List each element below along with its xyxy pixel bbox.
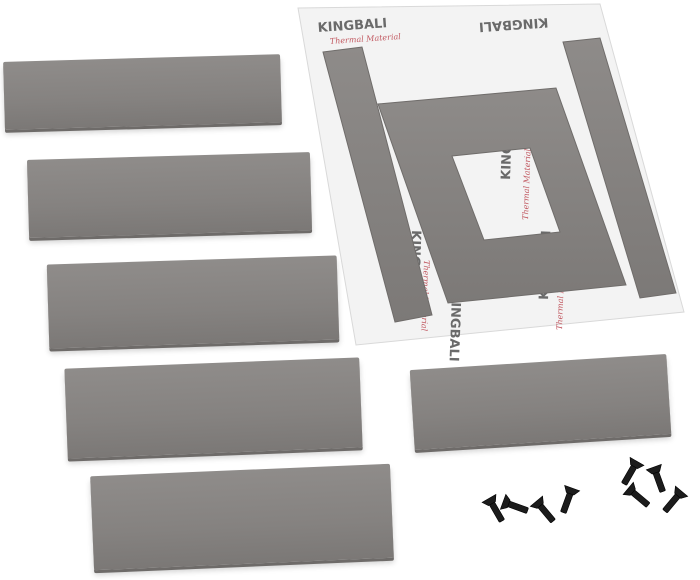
screw — [622, 481, 650, 508]
screw — [529, 495, 556, 523]
screw — [481, 493, 505, 523]
screw — [662, 485, 689, 513]
liner-brand-text: KINGBALI — [478, 14, 548, 34]
liner-brand-text: KINGBALI — [317, 16, 387, 36]
thermal-pad-strip-left — [322, 46, 433, 323]
screw — [499, 493, 529, 514]
liner-subtitle-text: Thermal Material — [521, 148, 532, 220]
liner-subtitle-text: Thermal Material — [555, 258, 566, 330]
liner-brand-text: KINGBALI — [446, 292, 463, 362]
thermal-pad-strip-right — [562, 37, 677, 299]
screw — [645, 463, 666, 493]
screw — [621, 456, 645, 486]
screw — [560, 484, 581, 514]
thermal-pad-frame — [377, 87, 627, 304]
